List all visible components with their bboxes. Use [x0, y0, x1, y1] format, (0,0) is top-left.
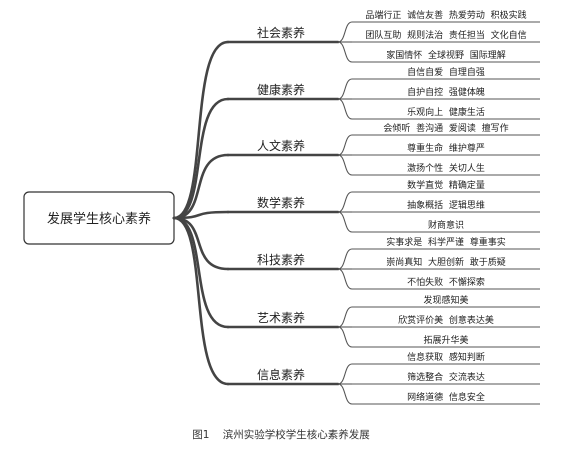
item-label: 自信自爱 自理自强 — [407, 66, 485, 78]
item-connector — [337, 21, 353, 43]
trunk-line — [172, 216, 230, 271]
trunk-line — [172, 40, 230, 220]
item-label: 自护自控 强健体魄 — [407, 86, 485, 98]
item-connector — [337, 78, 353, 100]
item-connector — [337, 306, 353, 328]
item-connector — [337, 363, 353, 385]
category-label: 艺术素养 — [257, 310, 305, 325]
item-label: 实事求是 科学严谨 尊重事实 — [386, 236, 505, 248]
category-label: 信息素养 — [257, 367, 305, 382]
item-label: 网络道德 信息安全 — [407, 391, 485, 403]
item-connector — [337, 134, 353, 156]
item-connector — [337, 154, 353, 176]
category-label: 科技素养 — [257, 252, 305, 267]
item-connector — [337, 248, 353, 270]
item-connector — [337, 326, 353, 348]
item-label: 欣赏评价美 创意表达美 — [398, 314, 494, 326]
item-label: 信息获取 感知判断 — [407, 351, 485, 363]
root-label: 发展学生核心素养 — [47, 211, 151, 227]
item-label: 拓展升华美 — [423, 334, 468, 346]
trunk-line — [172, 216, 230, 386]
item-label: 筛选整合 交流表达 — [407, 371, 485, 383]
item-label: 不怕失败 不懈探索 — [407, 276, 485, 288]
item-label: 乐观向上 健康生活 — [407, 106, 485, 118]
item-connector — [337, 191, 353, 213]
item-label: 团队互助 规则法治 责任担当 文化自信 — [365, 29, 526, 41]
item-label: 数学直觉 精确定量 — [407, 179, 485, 191]
item-connector — [337, 268, 353, 290]
trunk-line — [172, 97, 230, 220]
item-label: 崇尚真知 大胆创新 敢于质疑 — [386, 256, 505, 268]
figure-caption: 图1 滨州实验学校学生核心素养发展 — [0, 427, 562, 442]
trunk-line — [172, 210, 230, 220]
item-label: 尊重生命 维护尊严 — [407, 142, 485, 154]
item-label: 发现感知美 — [423, 294, 468, 306]
item-label: 品端行正 诚信友善 热爱劳动 积极实践 — [365, 9, 526, 21]
trunk-line — [172, 153, 230, 220]
item-label: 抽象概括 逻辑思维 — [407, 199, 485, 211]
item-connector — [337, 383, 353, 405]
item-label: 家国情怀 全球视野 国际理解 — [386, 49, 505, 61]
category-label: 数学素养 — [257, 195, 305, 210]
category-label: 健康素养 — [257, 82, 305, 97]
category-label: 人文素养 — [257, 138, 305, 153]
item-connector — [337, 211, 353, 233]
category-label: 社会素养 — [257, 25, 305, 40]
item-label: 激扬个性 关切人生 — [407, 162, 485, 174]
item-connector — [337, 98, 353, 120]
caption-text: 滨州实验学校学生核心素养发展 — [222, 429, 370, 441]
caption-number: 图1 — [192, 429, 210, 441]
item-label: 财商意识 — [428, 219, 464, 231]
item-label: 会倾听 善沟通 爱阅读 擅写作 — [383, 122, 508, 134]
item-connector — [337, 41, 353, 63]
